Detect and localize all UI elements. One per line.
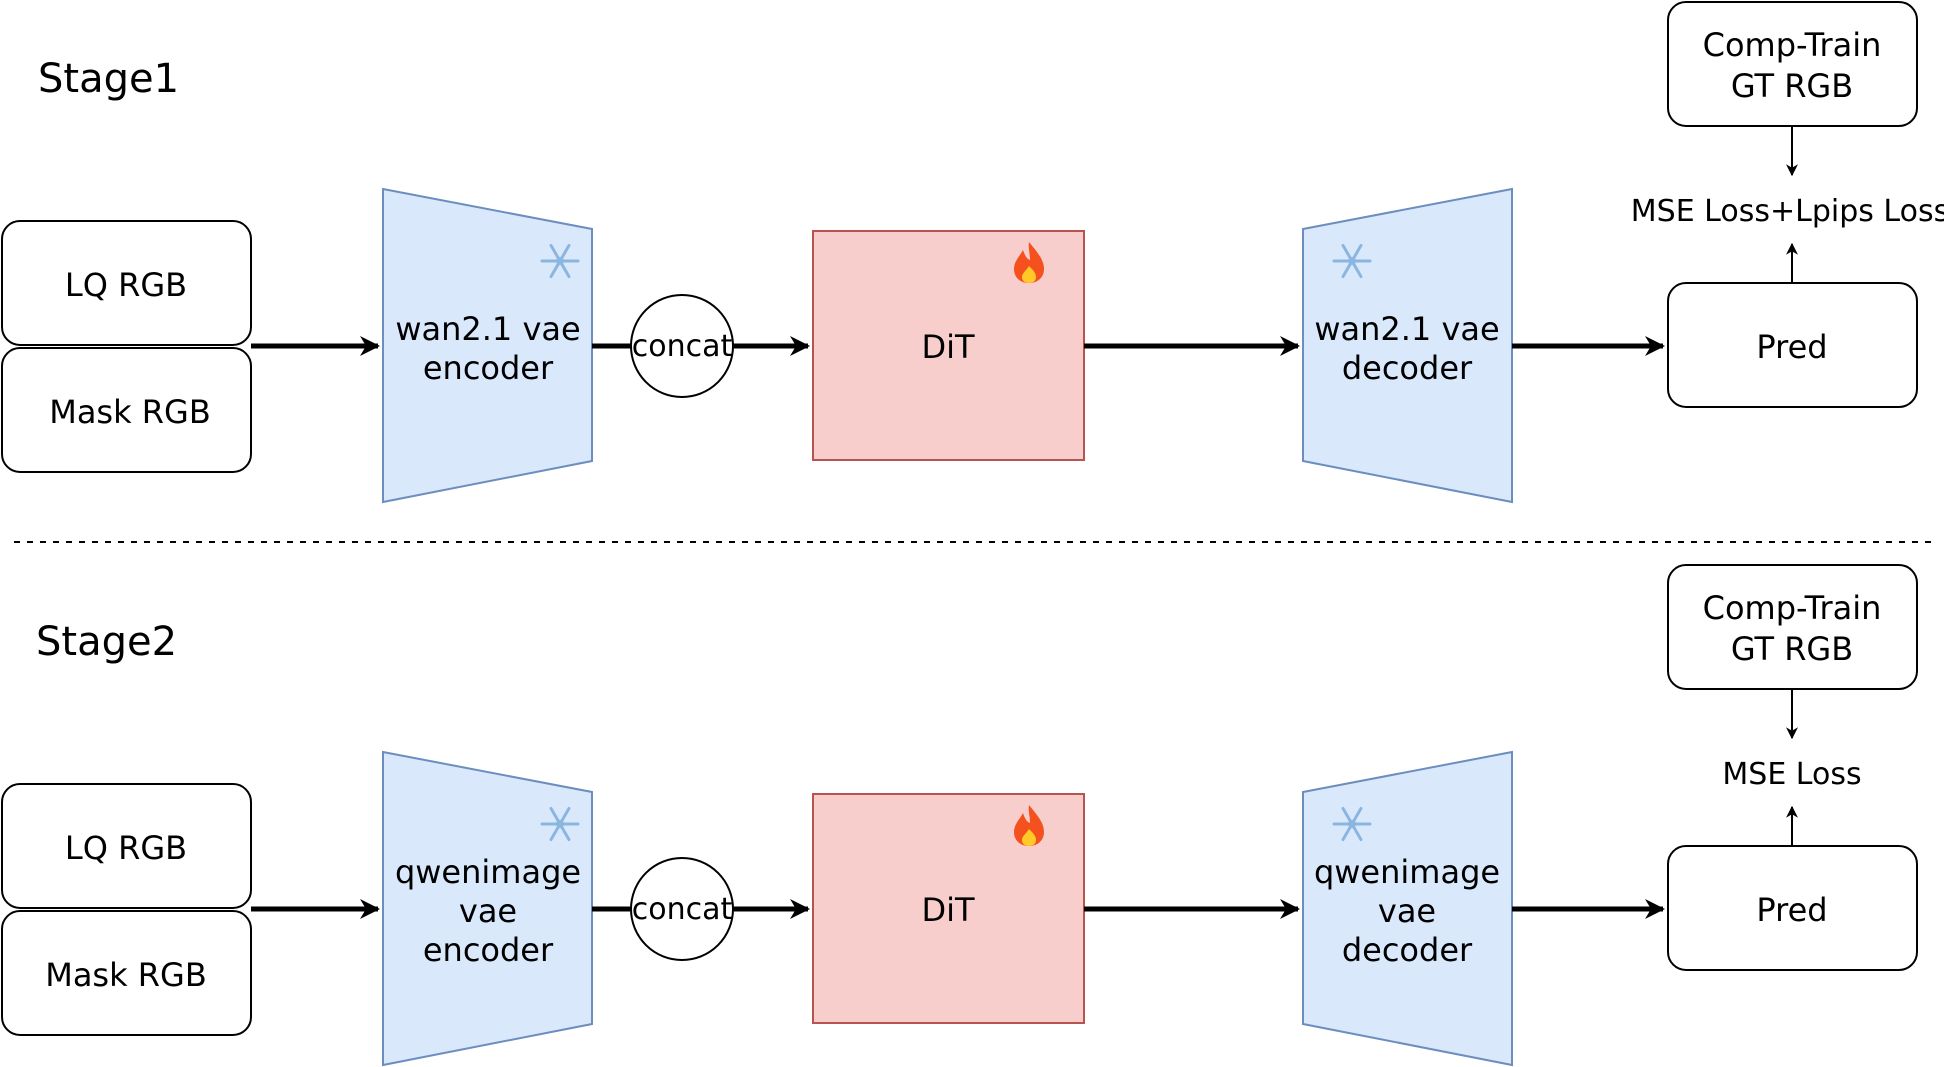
stage2-loss-label: MSE Loss xyxy=(1722,757,1861,792)
stage2-encoder-line1: qwenimage xyxy=(395,853,581,891)
stage2-gt-line2: GT RGB xyxy=(1731,630,1853,668)
fire-icon xyxy=(1014,805,1044,846)
stage2-gt-box xyxy=(1667,564,1918,690)
stage1-lq-rgb-label: LQ RGB xyxy=(65,266,187,304)
fire-icon xyxy=(1014,242,1044,283)
snowflake-icon xyxy=(1332,806,1372,842)
stage2-mask-rgb-label: Mask RGB xyxy=(45,956,207,994)
stage1-encoder-line2: encoder xyxy=(423,349,554,387)
snowflake-icon xyxy=(540,806,580,842)
snowflake-icon xyxy=(1332,243,1372,279)
stage2-lq-rgb-label: LQ RGB xyxy=(65,829,187,867)
stage1-mask-rgb-label: Mask RGB xyxy=(49,393,211,431)
stage2-decoder-line3: decoder xyxy=(1342,931,1473,969)
stage1-gt-line1: Comp-Train xyxy=(1703,26,1882,64)
stage1-gt-box xyxy=(1667,1,1918,127)
stage1-dit-label: DiT xyxy=(921,328,975,366)
stage1-title: Stage1 xyxy=(38,56,179,102)
stage2-dit-label: DiT xyxy=(921,891,975,929)
stage1-section: Stage1 LQ RGB Mask RGB wan2.1 vae encode… xyxy=(1,1,1944,504)
stage2-lq-rgb-box xyxy=(1,783,252,909)
stage1-pred-label: Pred xyxy=(1756,328,1827,366)
snowflake-icon xyxy=(540,243,580,279)
stage1-vae-encoder xyxy=(382,187,593,504)
stage2-vae-encoder xyxy=(382,750,593,1067)
stage2-concat-label: concat xyxy=(632,892,733,927)
stage1-gt-line2: GT RGB xyxy=(1731,67,1853,105)
stage1-mask-rgb-box xyxy=(1,347,252,473)
stage2-title: Stage2 xyxy=(36,619,177,665)
stage2-decoder-line2: vae xyxy=(1378,892,1436,930)
stage2-section: Stage2 LQ RGB Mask RGB qwenimage vae enc… xyxy=(1,564,1918,1067)
stage2-pred-label: Pred xyxy=(1756,891,1827,929)
stage1-concat-label: concat xyxy=(632,329,733,364)
stage2-decoder-line1: qwenimage xyxy=(1314,853,1500,891)
stage2-encoder-line3: encoder xyxy=(423,931,554,969)
stage1-decoder-line1: wan2.1 vae xyxy=(1314,310,1499,348)
stage1-lq-rgb-box xyxy=(1,220,252,346)
stage2-gt-line1: Comp-Train xyxy=(1703,589,1882,627)
stage1-encoder-line1: wan2.1 vae xyxy=(395,310,580,348)
stage2-mask-rgb-box xyxy=(1,910,252,1036)
stage1-decoder-line2: decoder xyxy=(1342,349,1473,387)
stage1-loss-label: MSE Loss+Lpips Loss xyxy=(1631,194,1944,229)
stage2-encoder-line2: vae xyxy=(459,892,517,930)
